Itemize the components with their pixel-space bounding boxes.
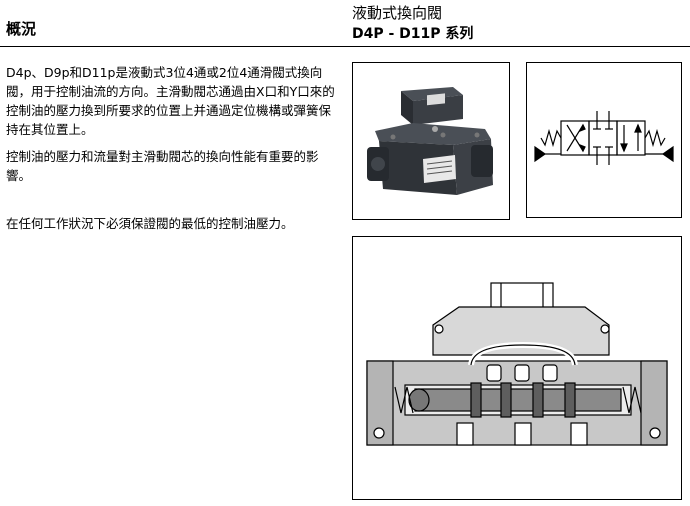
valve-photo-frame <box>352 62 510 220</box>
section-title: 概況 <box>6 20 37 38</box>
valve-section-drawing <box>366 282 668 446</box>
valve-photo-illustration <box>367 87 493 195</box>
minimum-pressure-paragraph: 在任何工作狀況下必須保證閥的最低的控制油壓力。 <box>6 216 294 231</box>
hydraulic-symbol-frame <box>526 62 682 218</box>
header-rule <box>0 46 690 47</box>
intro-paragraph: D4p、D9p和D11p是液動式3位4通或2位4通滑閥式換向閥，用于控制油流的方… <box>6 65 335 137</box>
valve-section-frame <box>352 236 682 500</box>
pilot-pressure-paragraph: 控制油的壓力和流量對主滑動閥芯的換向性能有重要的影響。 <box>6 149 319 183</box>
product-series: D4P - D11P 系列 <box>352 26 474 42</box>
product-title: 液動式換向閥 <box>352 4 443 22</box>
hydraulic-symbol-diagram <box>534 111 674 165</box>
